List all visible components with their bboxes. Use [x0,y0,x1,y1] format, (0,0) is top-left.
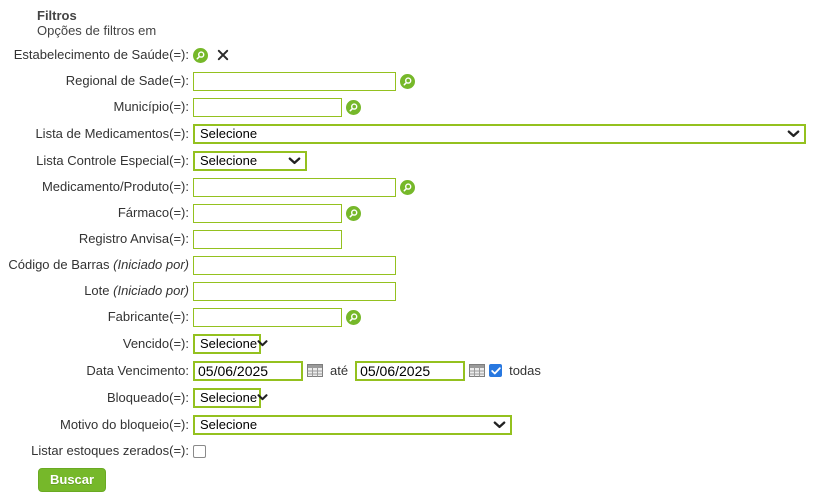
estabelecimento-label: Estabelecimento de Saúde(=): [13,47,189,63]
filter-row-fabricante: Fabricante(=): [0,307,820,327]
data-vencimento-label: Data Vencimento: [86,362,189,378]
lista-controle-label: Lista Controle Especial(=): [36,152,189,168]
fabricante-label: Fabricante(=): [107,309,189,325]
search-icon[interactable] [346,99,361,115]
lista-medicamentos-label: Lista de Medicamentos(=): [35,125,189,141]
filter-row-medicamento: Medicamento/Produto(=): [0,177,820,197]
calendar-icon[interactable] [307,364,323,378]
codigo-barras-label: Código de Barras (Iniciado por) [8,257,189,273]
filter-row-registro-anvisa: Registro Anvisa(=): [0,229,820,249]
lista-controle-select[interactable]: Selecione [193,150,307,171]
filter-row-motivo-bloqueio: Motivo do bloqueio(=): Selecione [0,414,820,435]
search-icon[interactable] [193,47,208,63]
chevron-down-icon [288,157,301,165]
filter-row-estabelecimento: Estabelecimento de Saúde(=): [0,46,820,65]
farmaco-label: Fármaco(=): [117,205,189,221]
filter-row-bloqueado: Bloqueado(=): Selecione [0,387,820,408]
date-from-input[interactable] [193,360,303,381]
medicamento-input[interactable] [193,177,396,197]
motivo-bloqueio-select[interactable]: Selecione [193,414,512,435]
filter-row-farmaco: Fármaco(=): [0,203,820,223]
filter-row-data-vencimento: Data Vencimento: até todas [0,360,820,381]
medicamento-label: Medicamento/Produto(=): [41,179,189,195]
search-icon[interactable] [346,309,361,325]
selected-option: Selecione [200,336,258,352]
lista-medicamentos-select[interactable]: Selecione [193,123,806,144]
filter-row-lista-controle: Lista Controle Especial(=): Selecione [0,150,820,171]
vencido-label: Vencido(=): [122,335,189,351]
todas-label: todas [509,363,541,379]
bloqueado-select[interactable]: Selecione [193,387,268,408]
listar-zerados-checkbox[interactable] [193,444,206,458]
close-icon[interactable] [217,49,229,61]
page-subtitle: Opções de filtros em [37,22,157,38]
filters-header: Filtros Opções de filtros em [37,8,820,39]
motivo-bloqueio-label: Motivo do bloqueio(=): [60,416,189,432]
filter-row-municipio: Município(=): [0,97,820,117]
buscar-button[interactable]: Buscar [38,467,107,492]
registro-anvisa-input[interactable] [193,229,342,249]
page-title: Filtros [37,8,77,23]
filter-row-regional: Regional de Sade(=): [0,71,820,91]
chevron-down-icon [787,130,800,138]
date-to-input[interactable] [355,360,466,381]
registro-anvisa-label: Registro Anvisa(=): [78,231,189,247]
until-label: até [330,363,349,379]
regional-label: Regional de Sade(=): [65,73,189,89]
filter-row-codigo-barras: Código de Barras (Iniciado por) [0,255,820,275]
chevron-down-icon [493,421,506,429]
selected-option: Selecione [200,390,258,406]
filter-row-lista-medicamentos: Lista de Medicamentos(=): Selecione [0,123,820,144]
selected-option: Selecione [200,153,258,169]
chevron-down-icon [257,340,268,347]
farmaco-input[interactable] [193,203,342,223]
municipio-label: Município(=): [113,99,190,115]
search-icon[interactable] [400,179,415,195]
selected-option: Selecione [200,126,258,142]
selected-option: Selecione [200,417,258,433]
lote-input[interactable] [193,281,396,301]
search-icon[interactable] [400,73,415,89]
lote-label: Lote (Iniciado por) [84,283,189,299]
chevron-down-icon [257,394,268,401]
calendar-icon[interactable] [469,364,486,378]
fabricante-input[interactable] [193,307,342,327]
actions-row: Buscar [38,467,820,492]
filter-row-lote: Lote (Iniciado por) [0,281,820,301]
codigo-barras-input[interactable] [193,255,396,275]
filter-row-vencido: Vencido(=): Selecione [0,333,820,354]
todas-checkbox[interactable] [489,364,503,378]
municipio-input[interactable] [193,97,342,117]
regional-input[interactable] [193,71,396,91]
listar-zerados-label: Listar estoques zerados(=): [31,443,189,459]
vencido-select[interactable]: Selecione [193,333,268,354]
bloqueado-label: Bloqueado(=): [106,389,189,405]
search-icon[interactable] [346,205,361,221]
filter-row-listar-zerados: Listar estoques zerados(=): [0,442,820,461]
